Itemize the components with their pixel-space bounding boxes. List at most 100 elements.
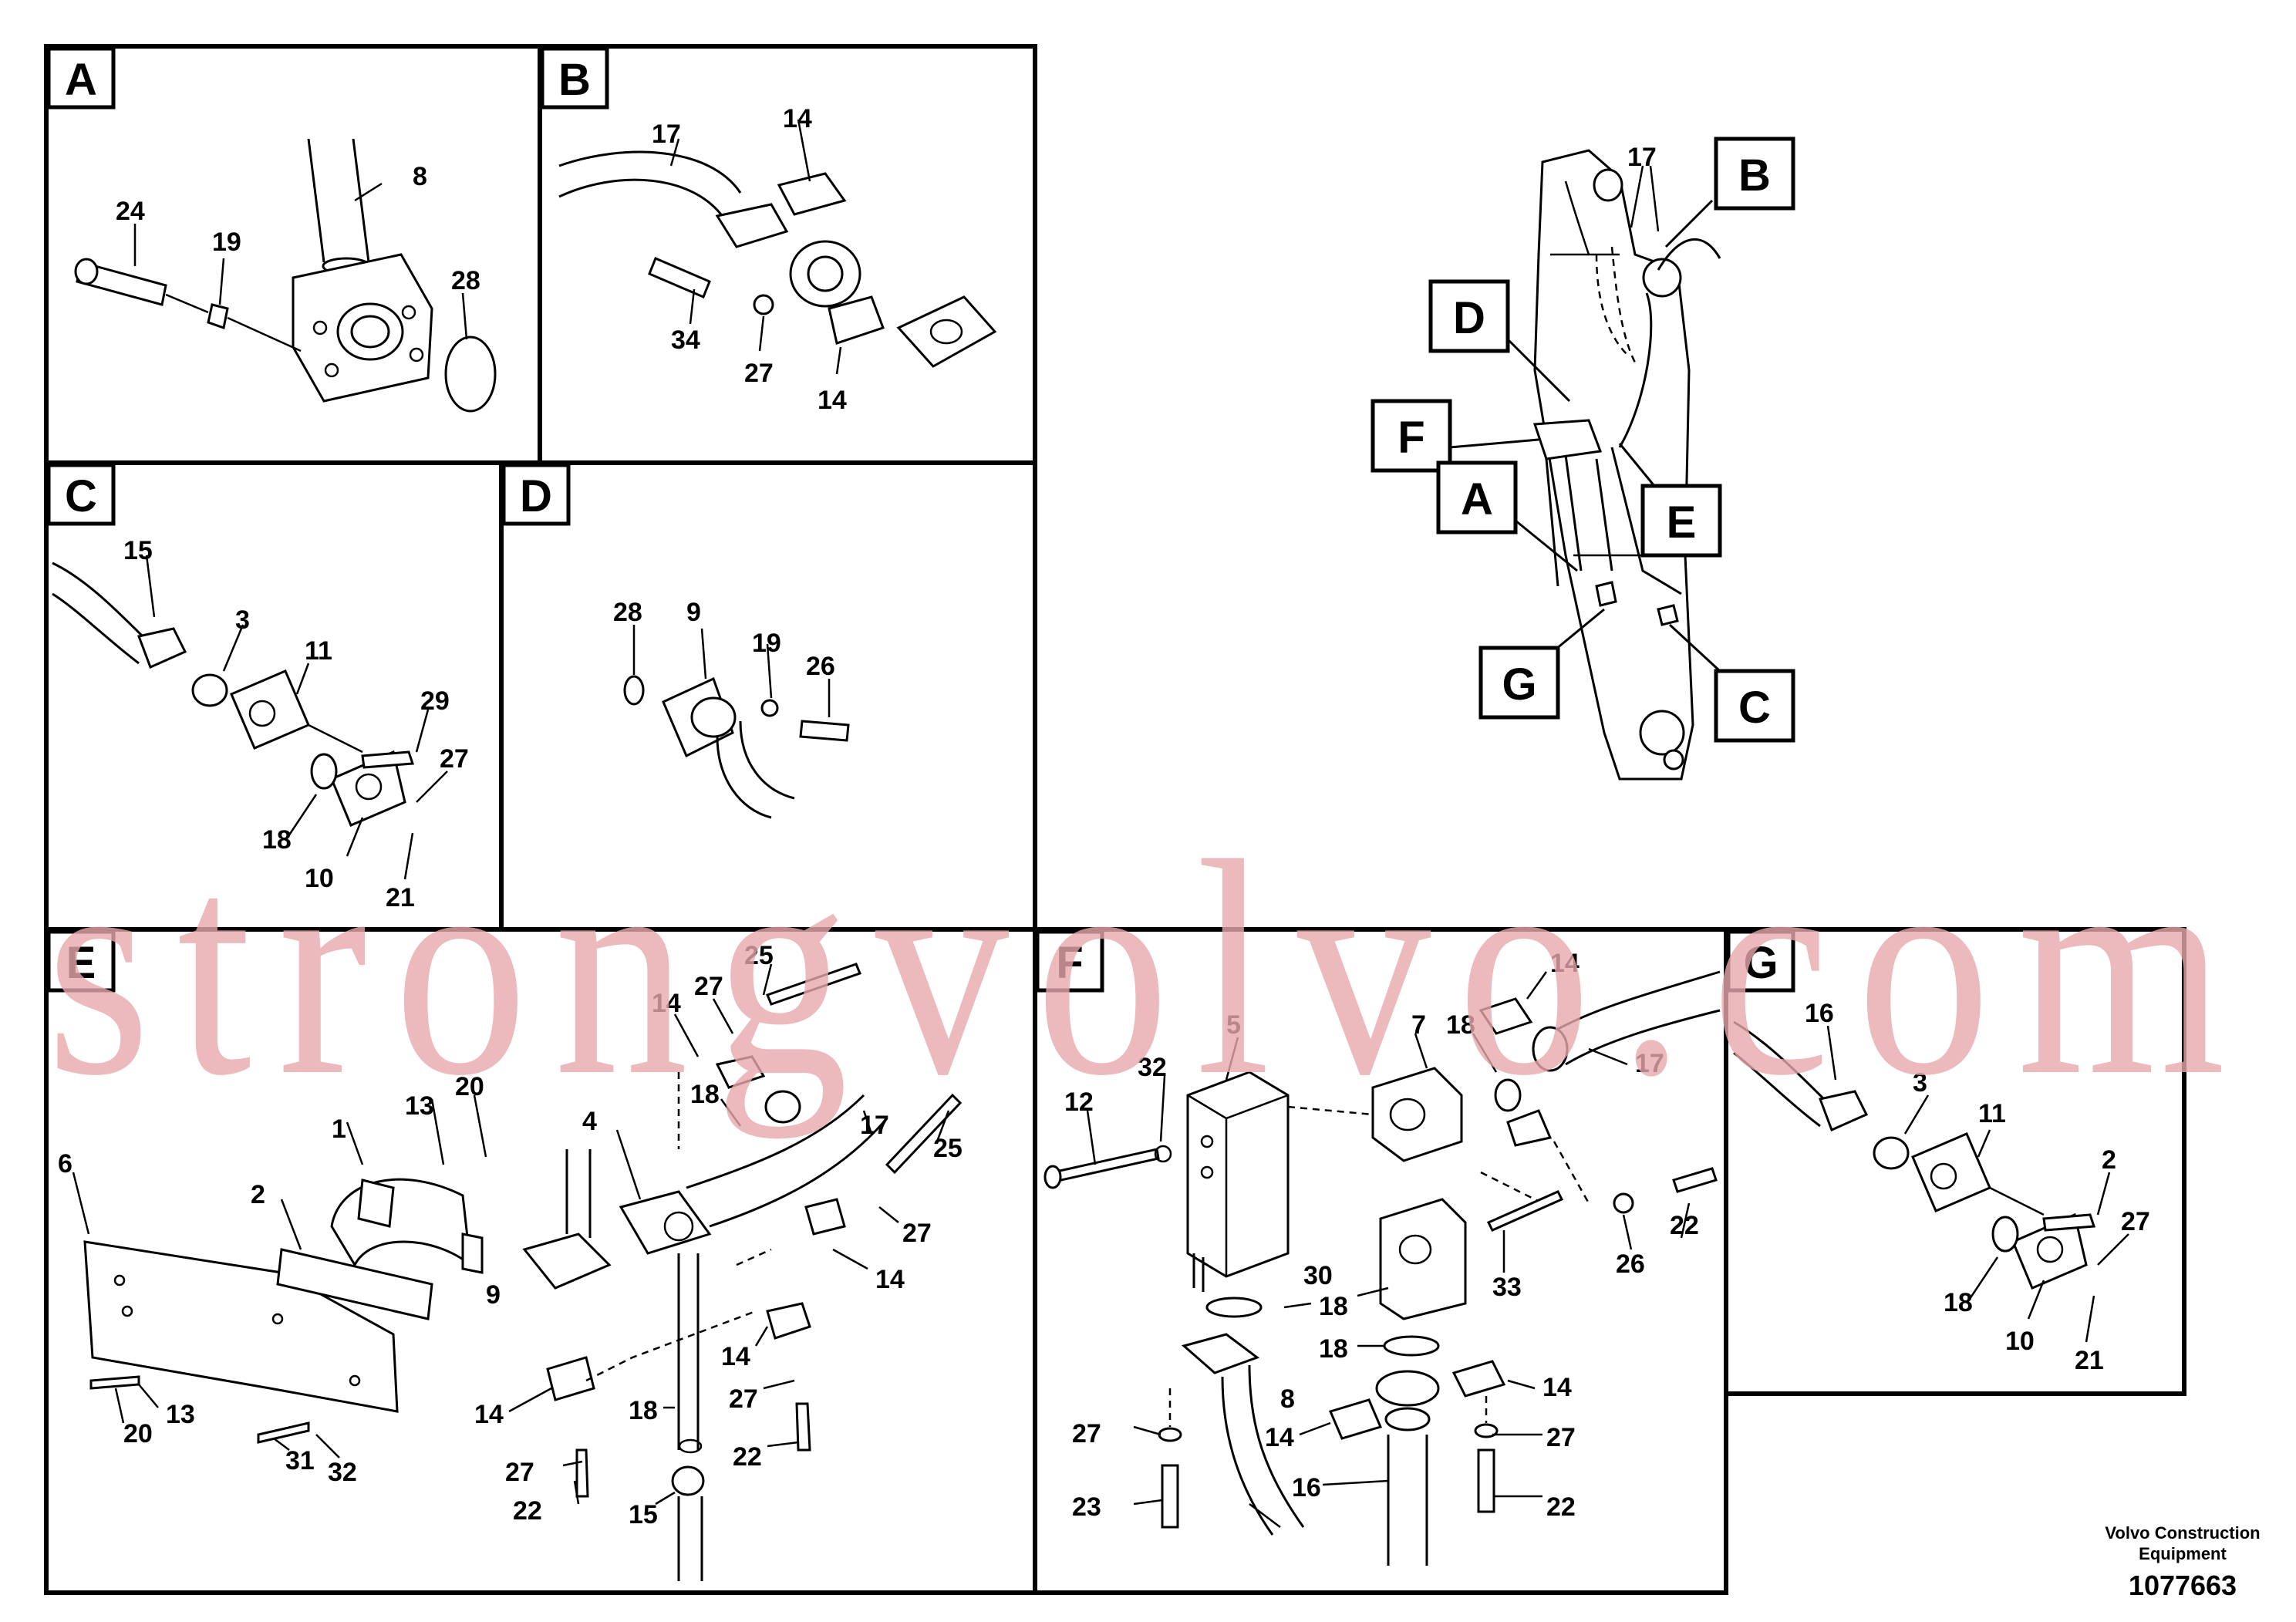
overview-letter: D xyxy=(1453,293,1485,343)
callout: 18 xyxy=(1319,1292,1348,1321)
callout: 20 xyxy=(455,1072,484,1101)
overview-label-c: C xyxy=(1714,669,1795,743)
callout: 24 xyxy=(116,197,145,226)
overview-label-f: F xyxy=(1371,399,1452,473)
callout: 15 xyxy=(123,536,153,565)
callout: 14 xyxy=(875,1265,905,1294)
callout: 34 xyxy=(671,325,700,355)
panel-a-letter: A xyxy=(65,55,97,105)
callout: 7 xyxy=(1411,1010,1426,1040)
callout: 18 xyxy=(1446,1010,1475,1040)
panel-b-drawing: 14 17 34 27 14 xyxy=(558,104,997,415)
callout: 27 xyxy=(440,744,469,774)
overview-label-d: D xyxy=(1428,279,1510,353)
callout: 12 xyxy=(1064,1088,1094,1117)
panel-a-label: A xyxy=(46,46,116,110)
overview-label-g: G xyxy=(1478,646,1560,720)
callout: 26 xyxy=(806,652,835,681)
callout: 22 xyxy=(1546,1492,1576,1522)
callout: 16 xyxy=(1805,999,1834,1028)
watermark-text: strongvolvo.com xyxy=(46,798,2252,1140)
panel-f-label: F xyxy=(1035,929,1104,993)
overview-label-e: E xyxy=(1640,484,1722,558)
callout: 17 xyxy=(1627,143,1657,172)
callout: 19 xyxy=(752,629,781,658)
callout: 10 xyxy=(305,864,334,893)
panel-c-letter: C xyxy=(65,471,97,521)
panel-e-drawing: 25 27 14 13 20 1 2 6 4 18 17 25 27 14 9 … xyxy=(58,941,963,1581)
overview-label-b: B xyxy=(1714,137,1795,211)
overview-letter: F xyxy=(1397,413,1424,463)
callout: 31 xyxy=(285,1446,315,1475)
callout: 32 xyxy=(1138,1053,1167,1082)
panel-g-letter: G xyxy=(1743,938,1778,988)
callout: 18 xyxy=(690,1080,720,1109)
callout: 27 xyxy=(1546,1423,1576,1452)
panel-g-frame xyxy=(1724,927,2186,1396)
callout: 27 xyxy=(902,1219,932,1248)
panel-f-drawing: 14 18 5 32 12 17 7 30 33 26 22 18 18 14 … xyxy=(1043,949,1721,1566)
callout: 4 xyxy=(582,1107,597,1136)
callout: 9 xyxy=(486,1280,501,1310)
callout: 27 xyxy=(729,1384,758,1414)
callout: 29 xyxy=(420,686,450,716)
overview-letter: C xyxy=(1738,683,1771,733)
panel-e-letter: E xyxy=(66,938,96,988)
company-name-line2: Equipment xyxy=(2139,1544,2227,1563)
panel-c-label: C xyxy=(46,463,116,526)
panel-g-label: G xyxy=(1726,929,1795,993)
panel-b-label: B xyxy=(540,46,609,110)
callout: 14 xyxy=(1542,1373,1572,1402)
callout: 14 xyxy=(721,1342,750,1371)
company-name-line1: Volvo Construction xyxy=(2105,1523,2260,1543)
callout: 15 xyxy=(629,1500,658,1529)
callout: 1 xyxy=(332,1114,346,1144)
callout: 3 xyxy=(235,605,250,635)
callout: 18 xyxy=(1319,1334,1348,1364)
callout: 18 xyxy=(262,825,292,855)
callout: 3 xyxy=(1913,1068,1927,1098)
callout: 9 xyxy=(686,598,701,627)
panel-d-drawing: 28 9 19 26 xyxy=(613,598,850,819)
callout: 28 xyxy=(451,266,480,295)
overview-letter: E xyxy=(1667,497,1697,548)
overview-label-a: A xyxy=(1436,460,1518,534)
callout: 11 xyxy=(305,636,332,666)
callout: 13 xyxy=(405,1091,434,1121)
callout: 22 xyxy=(513,1496,542,1526)
callout: 14 xyxy=(1265,1423,1294,1452)
callout: 28 xyxy=(613,598,642,627)
callout: 27 xyxy=(505,1458,534,1487)
callout: 33 xyxy=(1492,1273,1522,1302)
callout: 17 xyxy=(1635,1049,1664,1078)
callout: 14 xyxy=(818,386,847,415)
callout: 14 xyxy=(783,104,812,133)
panel-frames xyxy=(44,44,2186,1595)
panel-g-drawing: 16 3 11 2 27 18 10 21 xyxy=(1733,999,2150,1375)
callout: 23 xyxy=(1072,1492,1101,1522)
callout: 21 xyxy=(386,883,415,912)
callout: 25 xyxy=(744,941,774,970)
callout: 25 xyxy=(933,1134,963,1163)
callout: 27 xyxy=(2121,1207,2150,1236)
panel-a-drawing: 8 24 19 28 xyxy=(74,138,497,413)
callout: 30 xyxy=(1303,1261,1333,1290)
panel-b-letter: B xyxy=(558,55,591,105)
callout: 21 xyxy=(2075,1346,2104,1375)
callout: 8 xyxy=(1280,1384,1295,1414)
overview-letter: B xyxy=(1738,150,1771,201)
title-block: Volvo Construction Equipment 1077663 xyxy=(2105,1523,2260,1601)
callout: 27 xyxy=(744,359,774,388)
callout: 18 xyxy=(1944,1288,1973,1317)
callout: 10 xyxy=(2005,1327,2035,1356)
panel-e-label: E xyxy=(46,929,116,993)
overview-letter: A xyxy=(1461,474,1493,524)
callout: 17 xyxy=(860,1111,889,1140)
callout: 26 xyxy=(1616,1249,1645,1279)
callout: 11 xyxy=(1978,1099,2006,1128)
callout: 27 xyxy=(694,972,723,1001)
callout: 14 xyxy=(652,989,681,1018)
callout: 2 xyxy=(2102,1145,2116,1175)
drawing-number: 1077663 xyxy=(2129,1570,2237,1601)
